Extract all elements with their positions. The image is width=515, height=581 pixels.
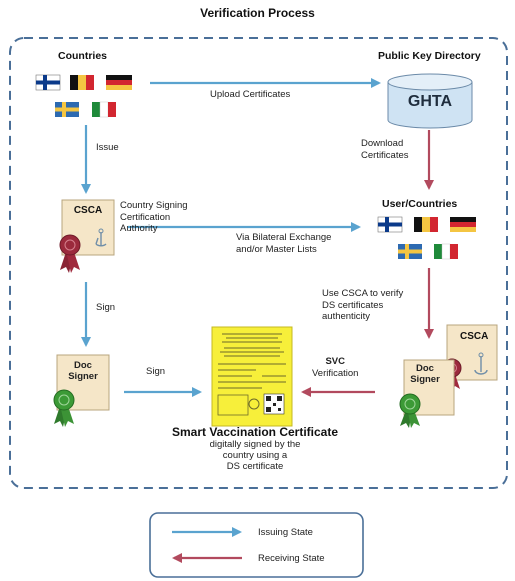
svc-sub-line-2: country using a [222,450,288,461]
ghta-label: GHTA [407,93,453,110]
issue-label: Issue [96,142,119,153]
csca-desc-line-1: Country Signing [120,200,188,211]
legend-box [149,512,364,578]
bilateral-line-1: Via Bilateral Exchange [236,232,332,243]
svc-sub-line-3: DS certificate [226,461,284,472]
svc-verification-line-2: Verification [312,367,359,379]
flag-italy-icon [92,101,116,118]
bilateral-label: Via Bilateral Exchange and/or Master Lis… [236,232,331,255]
green-seal-right-icon [399,393,421,428]
flag-belgium-icon [70,75,94,90]
countries-label: Countries [58,50,108,62]
csca-desc-line-2: Certification [120,211,171,223]
bilateral-line-2: and/or Master Lists [236,243,317,255]
doc-signer-line-2: Signer [68,371,98,382]
csca-description: Country Signing Certification Authority [120,200,188,235]
legend-issuing-label: Issuing State [258,527,313,538]
flag-finland-icon [377,216,403,233]
flag-sweden-icon [55,102,79,117]
sign-down-label: Sign [96,302,116,313]
page-title: Verification Process [200,6,315,20]
use-csca-line-3: authenticity [322,311,371,322]
dashed-border [9,37,508,489]
download-line-2: Certificates [361,149,409,161]
user-countries-label: User/Countries [382,198,458,210]
use-csca-label: Use CSCA to verify DS certificates authe… [322,288,403,323]
doc-signer-right-line-2: Signer [410,374,440,385]
upload-certificates-label: Upload Certificates [210,89,291,100]
csca-desc-line-3: Authority [120,223,158,234]
green-seal-icon [53,389,75,427]
flag-sweden-icon [398,244,422,259]
legend-receiving-label: Receiving State [258,553,325,564]
download-line-1: Download [361,138,404,149]
ghta-database-icon [387,73,473,129]
svc-document-icon [211,326,293,427]
flag-germany-icon [450,217,476,232]
svc-sub-line-1: digitally signed by the [209,439,301,450]
svc-subtitle: digitally signed by the country using a … [170,439,340,472]
use-csca-line-1: Use CSCA to verify [322,288,404,299]
csca-label: CSCA [73,205,103,216]
user-countries-flags [377,216,476,260]
svc-verification-line-1: SVC [325,356,346,367]
doc-signer-label: Doc Signer [57,360,109,382]
flag-germany-icon [106,75,132,90]
use-csca-line-2: DS certificates [322,299,384,311]
flag-italy-icon [434,243,458,260]
red-seal-icon [59,234,81,273]
doc-signer-line-1: Doc [74,360,92,371]
flag-belgium-icon [414,217,438,232]
svc-verification-label: SVC Verification [312,356,358,379]
pkd-label: Public Key Directory [378,50,481,62]
csca-right-label: CSCA [460,331,489,342]
flag-finland-icon [35,74,61,91]
sign-right-label: Sign [146,366,166,377]
doc-signer-right-label: Doc Signer [404,363,446,385]
svc-title: Smart Vaccination Certificate [171,425,339,439]
countries-flags [35,74,132,118]
download-certificates-label: Download Certificates [361,138,409,161]
doc-signer-right-line-1: Doc [416,363,434,374]
